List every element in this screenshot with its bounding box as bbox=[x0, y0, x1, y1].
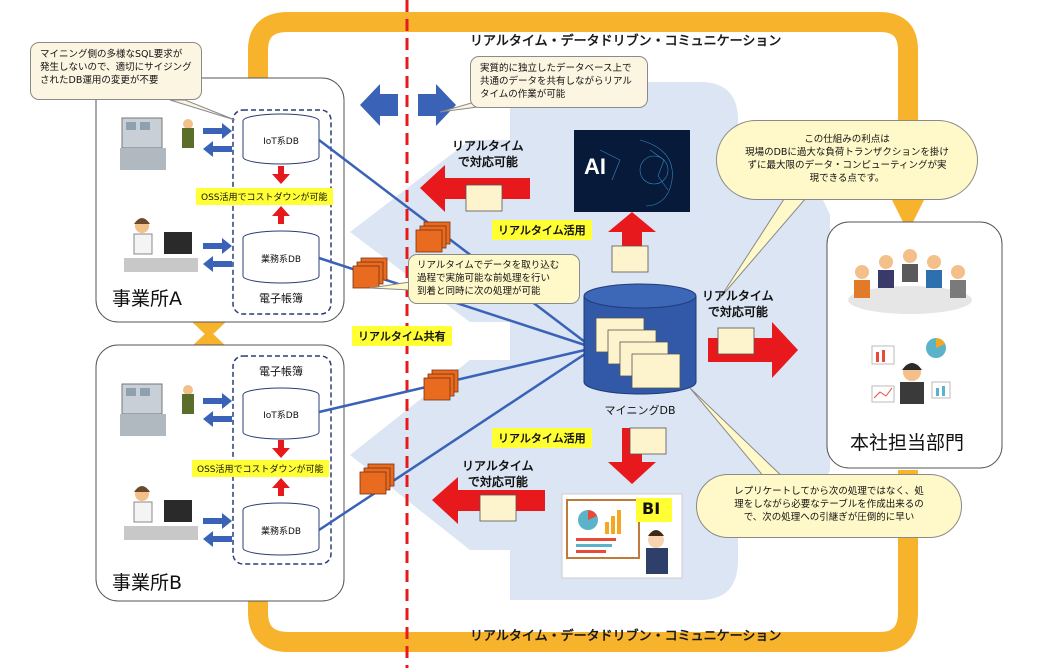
bi-text: BI bbox=[642, 499, 661, 518]
oss-note-a: OSS活用でコストダウンが可能 bbox=[196, 188, 333, 205]
realtime-ok-ai: リアルタイム で対応可能 bbox=[452, 139, 524, 169]
realtime-use-top-label: リアルタイム活用 bbox=[492, 220, 592, 240]
business-db-b-label: 業務系DB bbox=[260, 527, 302, 537]
iot-db-b-cylinder bbox=[242, 387, 320, 440]
iot-db-a-label: IoT系DB bbox=[263, 137, 299, 147]
ai-text: AI bbox=[584, 154, 606, 179]
business-db-b-cylinder bbox=[242, 502, 320, 556]
office-a-db-dashed bbox=[232, 109, 332, 315]
doc-on-arrow-ai bbox=[611, 245, 649, 273]
doc-stack-4 bbox=[359, 463, 395, 495]
ledger-b-label: 電子帳簿 bbox=[259, 365, 303, 378]
callout-realtime-ingest: リアルタイムでデータを取り込む 過程で実施可能な前処理を行い 到着と同時に次の処… bbox=[408, 254, 580, 304]
red-arrow-to-bi bbox=[608, 428, 656, 484]
ai-image: AI bbox=[574, 130, 690, 212]
device-arrows bbox=[203, 123, 232, 547]
red-arrow-a-down bbox=[272, 166, 290, 184]
blue-arrow-right bbox=[418, 84, 456, 126]
doc-on-arrow-b bbox=[479, 494, 517, 522]
iot-db-a-cylinder bbox=[242, 113, 320, 165]
business-db-a-label: 業務系DB bbox=[260, 255, 302, 265]
red-arrow-b-down bbox=[272, 440, 290, 458]
iot-db-b-label: IoT系DB bbox=[263, 411, 299, 421]
bi-image bbox=[561, 493, 683, 579]
red-arrow-b-up bbox=[272, 478, 290, 496]
business-db-a-cylinder bbox=[242, 230, 320, 284]
hq-meeting-image bbox=[848, 249, 972, 314]
realtime-share-label: リアルタイム共有 bbox=[352, 326, 452, 346]
orange-flow-head-top-right bbox=[892, 200, 924, 232]
office-worker-a bbox=[124, 218, 198, 272]
doc-stack-1 bbox=[415, 221, 451, 253]
realtime-ok-hq: リアルタイム で対応可能 bbox=[702, 289, 774, 319]
hq-name: 本社担当部門 bbox=[850, 432, 965, 454]
mining-db-docs bbox=[595, 317, 681, 389]
callout-pointer-sql bbox=[169, 99, 236, 121]
callout-replicate: レプリケートしてから次の処理ではなく、処 理をしながら必要なテーブルを作成出来る… bbox=[696, 474, 962, 538]
doc-on-arrow-hq bbox=[717, 327, 755, 355]
red-arrow-a-up bbox=[272, 206, 290, 224]
realtime-ok-bi: リアルタイム で対応可能 bbox=[462, 459, 534, 489]
office-b-name: 事業所B bbox=[112, 572, 183, 594]
oss-note-b: OSS活用でコストダウンが可能 bbox=[192, 460, 329, 477]
doc-stack-3 bbox=[423, 369, 459, 401]
flow-bottom-label: リアルタイム・データドリブン・コミュニケーション bbox=[470, 629, 782, 644]
flow-top-label: リアルタイム・データドリブン・コミュニケーション bbox=[470, 34, 782, 49]
doc-on-arrow-a bbox=[465, 184, 503, 212]
doc-on-arrow-bi bbox=[629, 427, 667, 455]
callout-independent-db: 実質的に独立したデータベース上で 共通のデータを共有しながらリアル タイムの作業… bbox=[470, 56, 648, 108]
callout-mining-sql: マイニング側の多様なSQL要求が 発生しないので、適切にサイジング されたDB運… bbox=[30, 42, 202, 100]
factory-worker-b bbox=[120, 383, 194, 436]
mining-db-label: マイニングDB bbox=[604, 404, 676, 417]
factory-worker-a bbox=[120, 117, 194, 170]
hq-analyst-image bbox=[871, 338, 951, 404]
doc-stack-2 bbox=[352, 257, 388, 289]
office-a-name: 事業所A bbox=[112, 288, 182, 310]
blue-arrow-left bbox=[360, 84, 398, 126]
office-worker-b bbox=[124, 486, 198, 540]
orange-flow-loop bbox=[248, 12, 918, 205]
red-arrow-to-ai bbox=[608, 212, 656, 262]
callout-advantage: この仕組みの利点は 現場のDBに過大な負荷トランザクションを掛け ずに最大限のデ… bbox=[716, 120, 978, 200]
orange-flow-loop-bottom bbox=[248, 470, 918, 652]
realtime-use-bottom-label: リアルタイム活用 bbox=[492, 428, 592, 448]
ledger-a-label: 電子帳簿 bbox=[259, 292, 303, 305]
